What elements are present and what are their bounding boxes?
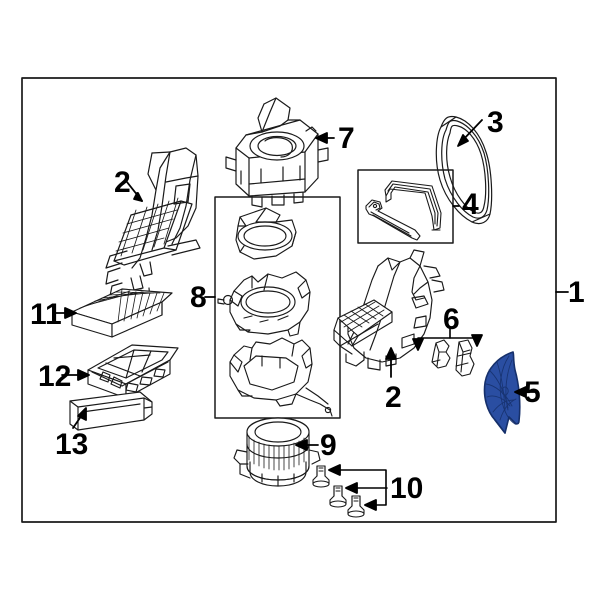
callout-1-assembly: 1	[568, 276, 585, 309]
callout-13-filter-cover: 13	[55, 428, 89, 461]
leader-lines	[52, 119, 569, 511]
part-5-intake-door-highlighted	[483, 351, 521, 434]
part-12-filter-frame	[87, 344, 179, 399]
part-8-case-group	[217, 207, 333, 417]
part-6-clips	[431, 339, 475, 377]
callout-8-case-group: 8	[190, 281, 207, 314]
part-2-case-upper-left	[105, 147, 201, 303]
part-4-seal-set	[365, 180, 442, 241]
callout-5-highlighted-part: 5	[524, 376, 541, 409]
screw-2	[329, 485, 347, 508]
part-3-duct-seal	[435, 115, 493, 225]
callout-4-seal-set: 4	[462, 188, 479, 221]
callout-12-filter-frame: 12	[38, 360, 72, 393]
part-2-case-right	[333, 249, 445, 371]
callout-2-case-lower: 2	[385, 381, 402, 414]
callout-7-upper-case: 7	[338, 122, 355, 155]
callout-2-case-upper: 2	[114, 166, 131, 199]
callout-6-clips: 6	[443, 303, 460, 336]
part-9-blower-motor	[233, 417, 321, 487]
part-7-upper-blower-case	[225, 97, 329, 208]
part-13-filter-cover	[69, 391, 153, 431]
part-11-cabin-air-filter	[71, 288, 173, 338]
screw-3	[347, 495, 365, 518]
callout-9-blower-motor: 9	[320, 429, 337, 462]
part-10-screws	[312, 465, 365, 518]
screw-1	[312, 465, 330, 488]
callout-10-screws: 10	[390, 472, 424, 505]
callout-11-filter: 11	[30, 298, 62, 331]
callout-3-seal: 3	[487, 106, 504, 139]
